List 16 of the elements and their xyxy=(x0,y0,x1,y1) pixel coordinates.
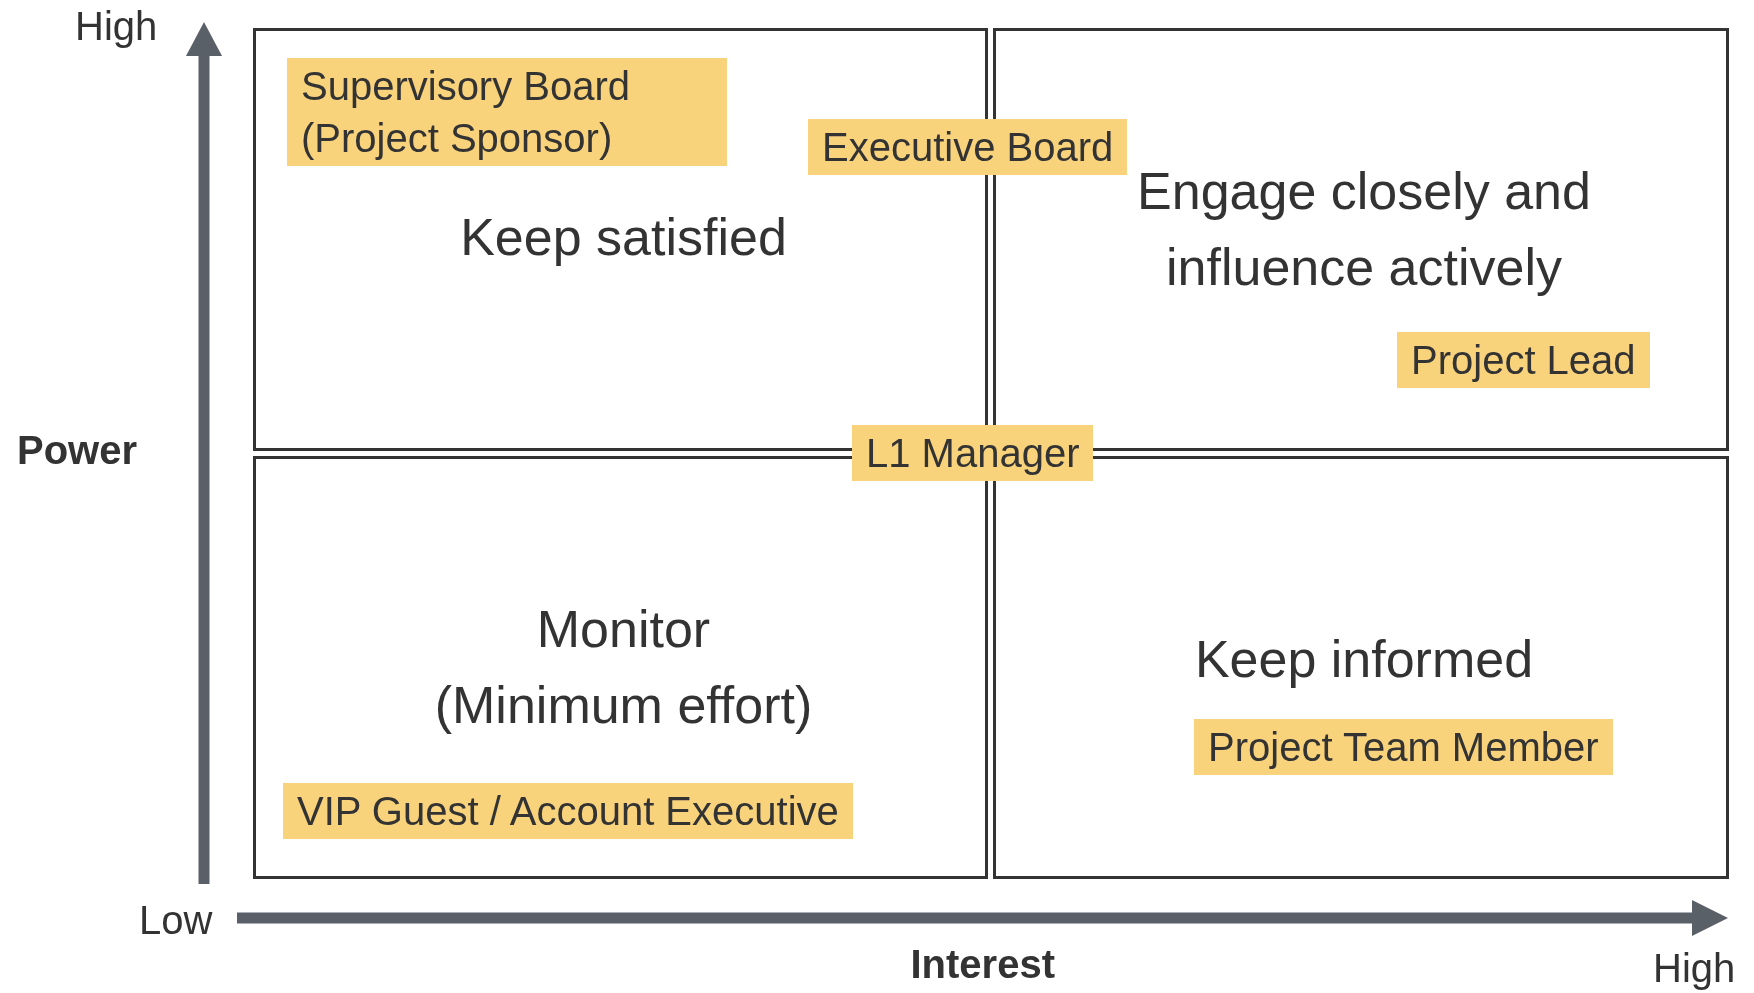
stakeholder-label: Project Lead xyxy=(1397,332,1650,388)
quadrant-title: Monitor xyxy=(535,599,712,660)
quadrant-title: Keep informed xyxy=(1193,629,1535,690)
stakeholder-label: Supervisory Board (Project Sponsor) xyxy=(287,58,727,166)
axis-title: Interest xyxy=(910,941,1055,988)
quadrant-title: Keep satisfied xyxy=(459,207,788,268)
axis-end-label: High xyxy=(1653,945,1736,992)
stakeholder-label: Executive Board xyxy=(808,119,1128,175)
stakeholder-label: VIP Guest / Account Executive xyxy=(283,783,853,839)
stakeholder-label: Project Team Member xyxy=(1194,719,1613,775)
axis-title: Power xyxy=(17,427,138,474)
quadrant-title: (Minimum effort) xyxy=(433,675,814,736)
axis-end-label: Low xyxy=(139,897,213,944)
quadrant-title: Engage closely and influence actively xyxy=(1136,161,1592,298)
stakeholder-label: L1 Manager xyxy=(852,425,1094,481)
axis-end-label: High xyxy=(75,3,158,50)
